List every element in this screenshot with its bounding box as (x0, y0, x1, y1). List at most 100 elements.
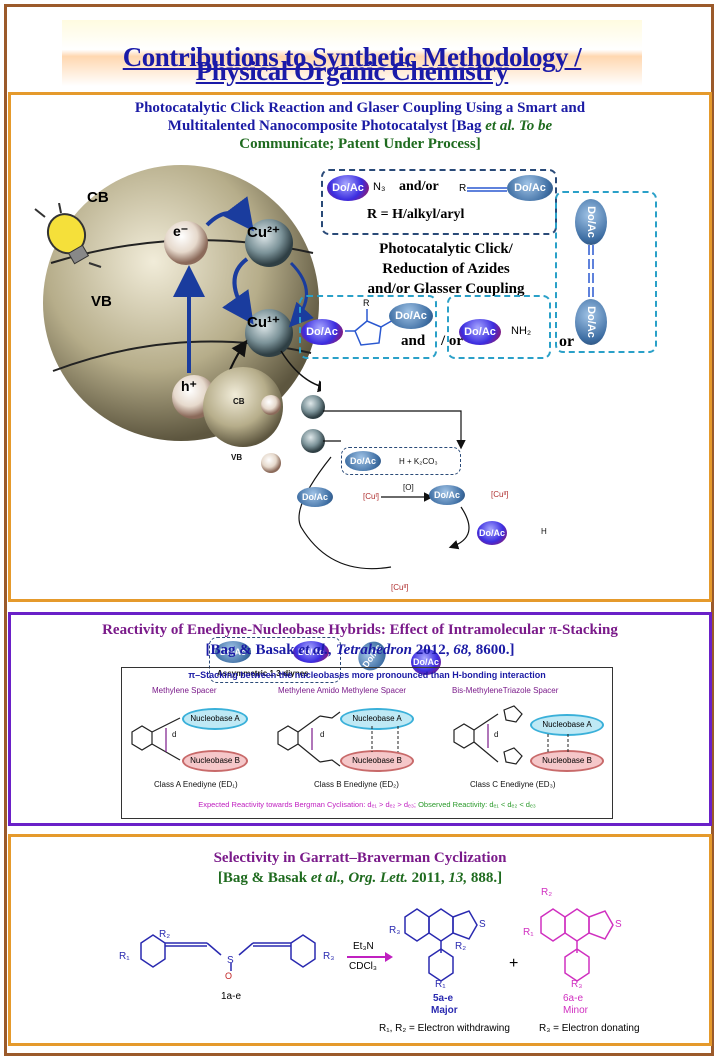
product-or: / or (441, 333, 464, 349)
panel3-cite-d: 13, (448, 870, 468, 886)
cb-label: CB (87, 189, 109, 206)
class-b-label: Class B Enediyne (ED₂) (314, 780, 399, 789)
major-s: S (479, 919, 486, 930)
class-a-nucleobase-a-label: Nucleobase A (190, 714, 240, 723)
cu1-ball (245, 309, 293, 357)
header-banner: Contributions to Synthetic Methodology / (62, 20, 642, 86)
product-and: and (401, 333, 426, 349)
diyne-output-label: Assymmetric 1,3-diynes (217, 669, 309, 678)
minor-r1: R₁ (523, 927, 534, 938)
vb-label: VB (91, 293, 112, 310)
panel2-cite-c: 2012, (412, 642, 454, 658)
reaction-line1: Photocatalytic Click/ (379, 241, 513, 257)
and-or-label: and/or (399, 179, 439, 194)
panel2-cite-a: [Bag & Basak (205, 642, 299, 658)
mech-reagent-box (341, 447, 461, 475)
reagent-top: Et₃N (353, 941, 374, 952)
spacer-c: Bis-MethyleneTriazole Spacer (452, 686, 559, 695)
minor-r3: R₃ (571, 979, 583, 990)
panel3-title: Selectivity in Garratt–Braverman Cycliza… (213, 850, 507, 866)
hole-label: h⁺ (181, 378, 197, 394)
major-product-structure (404, 908, 478, 982)
major-r1: R₁ (435, 979, 446, 990)
triazole-do-ac-icon: Do/Ac (301, 319, 343, 345)
expected-reactivity: Expected Reactivity towards Bergman Cycl… (198, 800, 416, 809)
azide-label: N₃ (373, 181, 386, 193)
panel2-cite-e: 8600.] (472, 642, 515, 658)
major-label: Major (431, 1005, 458, 1016)
mech-k2co3: H + K₂CO₃ (399, 457, 438, 466)
class-b-d: d (320, 730, 325, 739)
class-b-nucleobase-a-label: Nucleobase A (352, 714, 402, 723)
minor-label: Minor (563, 1005, 589, 1016)
major-r3: R₃ (389, 925, 401, 936)
electron-label: e⁻ (173, 223, 189, 239)
page-title-line2: Physical Organic Chemistry (195, 56, 509, 86)
panel-photocatalysis: Photocatalytic Click Reaction and Glaser… (8, 92, 712, 683)
r-definition: R = H/alkyl/aryl (367, 207, 465, 222)
page-frame (4, 4, 714, 1056)
sm-label: 1a-e (221, 991, 242, 1002)
plus-sign: + (509, 955, 519, 972)
triazole-do-ac-icon-2: Do/Ac (389, 303, 433, 329)
mech-terminal-do-ac-icon: Do/Ac (477, 521, 507, 545)
class-b-nucleobase-b: Nucleobase B (340, 750, 414, 772)
alkyne-bond (467, 187, 507, 192)
diyne-bottom-label: Do/Ac (585, 306, 597, 338)
cu2-label: Cu²⁺ (247, 224, 280, 241)
cu1-label: Cu¹⁺ (247, 314, 280, 331)
diyne-bottom-icon: Do/Ac (575, 299, 607, 345)
reaction-line3: and/or Glasser Coupling (367, 281, 525, 297)
panel1-title-line2b: [Bag (451, 118, 486, 134)
class-b-nucleobase-b-label: Nucleobase B (352, 756, 402, 765)
page-title-line1: Contributions to Synthetic Methodology / (122, 42, 582, 72)
triazole-r-label: R (363, 298, 370, 308)
panel2-cite-d: 68, (453, 642, 473, 658)
class-a-nucleobase-a: Nucleobase A (182, 708, 248, 730)
sm-r2: R₂ (159, 929, 171, 940)
diyne-product-box (555, 191, 657, 353)
triazole-product-box (299, 295, 437, 359)
sm-r1: R₁ (119, 951, 130, 962)
spacer-a: Methylene Spacer (152, 686, 217, 695)
class-c-nucleobase-b: Nucleobase B (530, 750, 604, 772)
diyne-output-do-ac-icon-2: Do/Ac (293, 641, 329, 663)
major-r2: R₂ (455, 941, 467, 952)
panel3-cite-b: et al., Org. Lett. (310, 870, 408, 886)
class-a-structure (131, 717, 181, 761)
mech-h-label: H (541, 527, 547, 536)
amine-product-box (447, 295, 551, 359)
enediyne-figure-header: π–Stacking between the nucleobases more … (188, 670, 546, 680)
panel-garratt-braverman: Selectivity in Garratt–Braverman Cycliza… (8, 834, 712, 1046)
diyne-output-do-ac-icon: Do/Ac (215, 641, 251, 663)
mech-cu-ii-do-ac-icon: Do/Ac (429, 485, 465, 505)
reaction-arrow-head (385, 952, 393, 962)
azide-do-ac-icon: Do/Ac (327, 175, 369, 201)
sm-s: S (227, 955, 234, 966)
diyne-bond (588, 245, 594, 299)
class-c-nucleobase-a: Nucleobase A (530, 714, 604, 736)
panel1-title-line1: Photocatalytic Click Reaction and Glaser… (134, 100, 586, 116)
diyne-top-icon: Do/Ac (575, 199, 607, 245)
mech-cb-label: CB (233, 397, 245, 406)
observed-reactivity: Observed Reactivity: dₑ₁ < dₑ₂ < dₑ₃ (415, 800, 536, 809)
reaction-arrow (347, 956, 389, 958)
class-c-nucleobase-b-label: Nucleobase B (542, 756, 592, 765)
panel1-title-line3: Communicate; Patent Under Process] (239, 136, 481, 152)
product-or-2: or (559, 333, 575, 350)
mech-reagent-do-ac-icon: Do/Ac (345, 451, 381, 471)
class-a-d: d (172, 730, 177, 739)
spacer-b: Methylene Amido Methylene Spacer (278, 686, 407, 695)
reaction-description: Photocatalytic Click/ Reduction of Azide… (341, 239, 551, 299)
diyne-output-box (209, 637, 341, 683)
panel1-title-line2c: et al. To be (485, 118, 553, 134)
panel1-title-line2: Multitalented Nanocomposite Photocatalys… (11, 117, 709, 135)
mech-cu-i-do-ac-icon: Do/Ac (297, 487, 333, 507)
sm-o: O (225, 971, 233, 981)
minor-id: 6a-e (563, 993, 584, 1004)
panel3-cite-c: 2011, (407, 870, 449, 886)
mech-oxidant: [O] (403, 483, 414, 492)
class-b-nucleobase-a: Nucleobase A (340, 708, 414, 730)
mech-cu-i: [Cuᴵ] (363, 492, 380, 501)
class-c-structure (453, 705, 569, 765)
